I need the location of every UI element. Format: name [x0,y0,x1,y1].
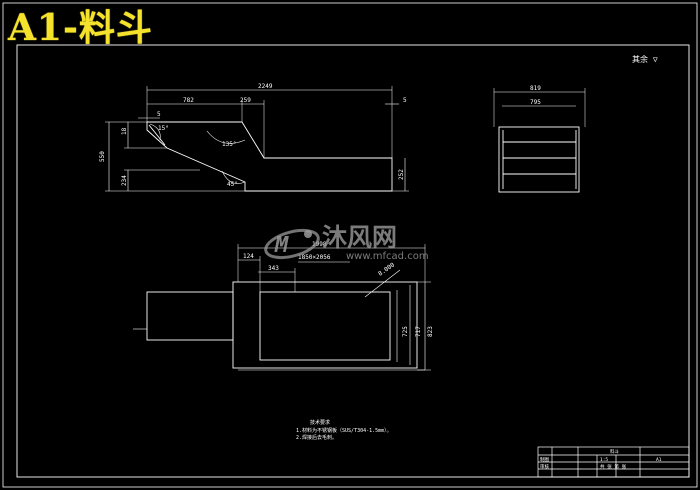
top-view-left-block [146,291,234,341]
technical-notes: 技术要求 1.材料为不锈钢板（SUS/T304-1.5mm）。 2.焊接后去毛刺… [296,419,392,441]
svg-text:M: M [274,233,289,258]
sheet-inner-border [16,44,690,478]
notes-heading: 技术要求 [310,419,330,426]
dim-height-2: 717 [415,326,422,337]
title-block-drawing-name: 料斗 [610,448,619,455]
front-view-dimensions: 2249 782 259 5 5 550 18 234 252 15° 135°… [99,83,407,188]
dim-left-span: 782 [183,97,194,104]
top-view-inner-recess [259,291,391,361]
front-view-inner-edge [148,124,166,146]
top-view-main-body [232,281,418,369]
title-block-cell-draw: 制图 [540,456,549,463]
dim-upper-span: 1998 [312,241,327,248]
dim-lower-span: 343 [268,265,279,272]
dim-left-top-height: 18 [121,127,128,135]
side-view-dimensions: 819 795 [530,85,541,106]
notes-line-1: 1.材料为不锈钢板（SUS/T304-1.5mm）。 [296,427,392,434]
drawing-title: A1-料斗 [8,7,153,49]
dim-overall-width: 2249 [258,83,273,90]
watermark-url: www.mfcad.com [346,251,429,262]
dim-right-height: 252 [398,169,405,180]
title-block-cell-size: A1 [656,457,662,463]
dim-outer-width: 819 [530,85,541,92]
dim-left-small: 124 [243,253,254,260]
dim-angle-bottom: 45° [227,181,238,188]
dim-middle-span: 259 [240,97,251,104]
side-view [493,88,586,193]
mf-logo-icon: M [264,228,320,260]
notes-line-2: 2.焊接后去毛刺。 [296,434,337,441]
dim-left-offset: 5 [157,111,161,118]
dim-angle-top: 15° [158,125,169,132]
dim-height-3: 823 [427,326,434,337]
dim-height-1: 725 [402,326,409,337]
title-block-text: 料斗 1:5 共 张 第 张 制图 审核 A1 [540,448,662,470]
dim-angle-mid: 135° [222,141,236,148]
dim-inner-width: 795 [530,99,541,106]
top-view [133,244,431,371]
title-block [537,446,690,478]
front-view [105,86,409,192]
side-view-outline [498,126,580,193]
watermark-text: 沐风网 [322,223,398,252]
front-view-outline [146,121,393,192]
dim-left-total-height: 550 [99,151,106,162]
title-block-cell-check: 审核 [540,463,549,470]
title-block-scale: 1:5 [600,457,608,463]
dim-note: 1850×2056 [298,254,331,261]
title-block-sheet: 共 张 第 张 [600,463,627,470]
dim-right-small: 5 [403,97,407,104]
surface-finish-note: 其余 ▽ [632,54,658,64]
dim-left-bottom-height: 234 [121,175,128,186]
